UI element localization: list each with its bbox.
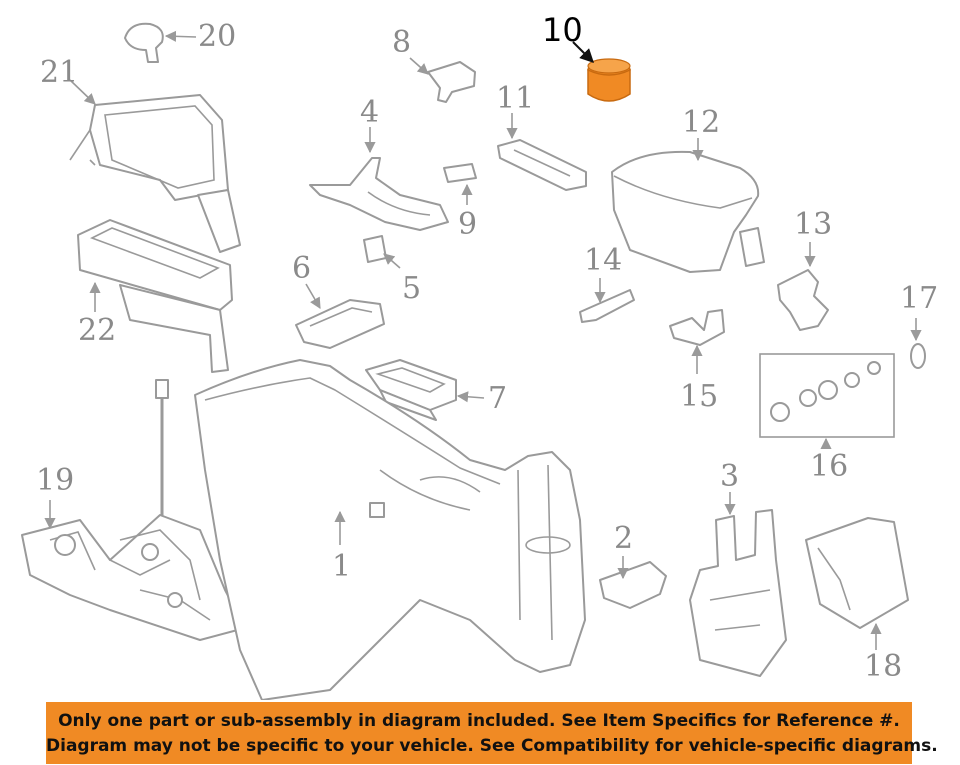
part-9-button	[443, 163, 477, 205]
part-17-grommet	[910, 318, 926, 369]
part-18-cover	[805, 517, 909, 650]
part-8-knob	[409, 57, 476, 103]
disclaimer-line-2: Diagram may not be specific to your vehi…	[46, 736, 938, 756]
callout-17: 17	[900, 281, 939, 316]
callout-11: 11	[496, 81, 535, 116]
part-10-cap-highlighted	[572, 41, 631, 102]
callout-20: 20	[198, 19, 237, 54]
callout-7: 7	[488, 381, 508, 416]
callout-5: 5	[402, 271, 422, 306]
callout-10-highlighted: 10	[542, 11, 583, 49]
part-1-center-console	[194, 359, 586, 700]
disclaimer-line-1: Only one part or sub-assembly in diagram…	[58, 711, 900, 731]
part-7-storage-bin	[365, 359, 485, 421]
part-6-tray	[295, 283, 385, 349]
callout-21: 21	[40, 55, 79, 90]
part-12-armrest	[611, 138, 765, 273]
disclaimer-banner: Only one part or sub-assembly in diagram…	[46, 702, 938, 764]
callout-4: 4	[360, 95, 380, 130]
part-11-bracket	[497, 113, 587, 191]
part-13-hinge	[777, 242, 829, 331]
callout-6: 6	[292, 251, 312, 286]
part-4-trim-plate	[309, 127, 449, 231]
callout-12: 12	[682, 105, 721, 140]
callout-13: 13	[794, 207, 833, 242]
callout-19: 19	[36, 463, 75, 498]
part-20-shift-knob	[124, 22, 197, 63]
callout-16: 16	[810, 449, 849, 484]
callout-9: 9	[458, 207, 478, 242]
part-22-shifter-bracket	[77, 219, 233, 373]
part-21-shift-indicator	[69, 79, 241, 253]
callout-3: 3	[720, 459, 740, 494]
callout-8: 8	[392, 25, 412, 60]
callout-15: 15	[680, 379, 719, 414]
callout-1: 1	[332, 549, 352, 584]
callout-18: 18	[864, 649, 903, 684]
part-14-bracket	[579, 278, 635, 323]
part-2-bracket	[599, 556, 667, 609]
part-15-bracket	[669, 309, 725, 374]
part-19-shifter-assembly	[21, 379, 246, 641]
part-3-bracket	[689, 492, 787, 677]
part-5-clip	[363, 235, 401, 269]
part-16-hardware-kit	[759, 353, 895, 450]
callout-22: 22	[78, 313, 117, 348]
callout-14: 14	[584, 243, 623, 278]
callout-2: 2	[614, 521, 634, 556]
